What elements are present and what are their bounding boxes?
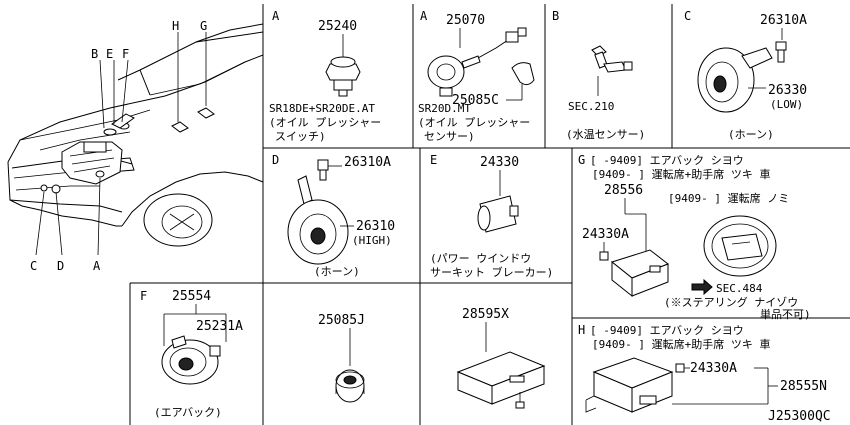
- part-24330a-h: 24330A: [690, 361, 737, 376]
- panel-b-caption: (水温センサー): [566, 128, 645, 141]
- part-25070: 25070: [446, 13, 485, 28]
- panel-g-letter: G: [578, 153, 585, 167]
- panel-d-caption: (ホーン): [314, 265, 360, 278]
- panel-d: D 26310A 26310 (HIGH) (ホーン): [272, 153, 395, 278]
- panel-b: B SEC.210 (水温センサー): [552, 9, 645, 141]
- panel-e-letter: E: [430, 153, 437, 167]
- car-label-g: G: [200, 19, 207, 33]
- panel-g-ref: SEC.484: [716, 282, 763, 295]
- car-label-h: H: [172, 19, 179, 33]
- panel-f: F 25554 25231A (エアバック): [140, 289, 243, 419]
- car-label-c: C: [30, 259, 37, 273]
- part-28555n: 28555N: [780, 379, 827, 394]
- part-26310a-c: 26310A: [760, 13, 807, 28]
- part-28595x: 28595X: [462, 307, 509, 322]
- panel-h: H [ -9409] エアバック シヨウ [9409- ] 運転席+助手席 ツキ…: [578, 323, 827, 413]
- part-25085j: 25085J: [318, 313, 365, 328]
- panel-a2: A 25070 25085C SR20D.MT (オイル プレッシャー センサー…: [418, 9, 535, 143]
- part-25240: 25240: [318, 19, 357, 34]
- panel-a2-caption-2: (オイル プレッシャー: [418, 116, 530, 129]
- car-label-b: B: [91, 47, 98, 61]
- arrow-icon: [691, 278, 713, 296]
- panel-h-header-1: [ -9409] エアバック シヨウ: [590, 324, 744, 337]
- panel-a1-caption-1: SR18DE+SR20DE.AT: [269, 102, 375, 115]
- car-label-a: A: [93, 259, 101, 273]
- car-body-outline: [7, 54, 264, 227]
- car-label-f: F: [122, 47, 129, 61]
- panel-a2-letter: A: [420, 9, 428, 23]
- panel-c-letter: C: [684, 9, 691, 23]
- panel-g-header-2: [9409- ] 運転席+助手席 ツキ 車: [592, 167, 770, 181]
- sensor-clip-shape: [511, 62, 535, 86]
- panel-a1-caption-2: (オイル プレッシャー: [269, 116, 381, 129]
- panel-g-header-1: [ -9409] エアバック シヨウ: [590, 154, 744, 167]
- panel-g-note-2: 単品不可): [760, 307, 811, 321]
- part-25085c: 25085C: [452, 93, 499, 108]
- car-overview: B E F H G C D A: [7, 19, 264, 273]
- panel-j: 25085J: [318, 313, 365, 403]
- part-25554: 25554: [172, 289, 211, 304]
- panel-a1-letter: A: [272, 9, 280, 23]
- panel-f-caption: (エアバック): [154, 406, 222, 419]
- part-25231a: 25231A: [196, 319, 243, 334]
- oil-pressure-switch-shape: [325, 63, 361, 81]
- oil-pressure-sensor-shape: [427, 55, 465, 89]
- panel-c: C 26310A 26330 (LOW) (ホーン): [684, 9, 807, 141]
- part-26310: 26310: [356, 219, 395, 234]
- panel-x: 28595X: [456, 307, 546, 409]
- panel-b-ref: SEC.210: [568, 100, 614, 113]
- horn-low-shape: [697, 47, 755, 113]
- panel-h-header-2: [9409- ] 運転席+助手席 ツキ 車: [592, 337, 770, 351]
- panel-a1-caption-3: スイッチ): [275, 130, 326, 143]
- panel-e-caption-2: サーキット ブレーカー): [430, 265, 553, 279]
- panel-g-header-3: [9409- ] 運転席 ノミ: [668, 191, 789, 205]
- panel-f-letter: F: [140, 289, 147, 303]
- panel-a2-caption-1: SR20D.MT: [418, 102, 471, 115]
- car-label-d: D: [57, 259, 64, 273]
- panel-g-note-1: (※ステアリング ナイゾウ: [664, 295, 798, 309]
- panel-e: E 24330 (パワー ウインドウ サーキット ブレーカー): [430, 153, 553, 279]
- panel-e-caption-1: (パワー ウインドウ: [430, 252, 531, 265]
- car-label-e: E: [106, 47, 113, 61]
- part-28556: 28556: [604, 183, 643, 198]
- panel-a2-caption-3: センサー): [424, 130, 475, 143]
- panel-d-note: (HIGH): [352, 234, 392, 247]
- part-26310a-d: 26310A: [344, 155, 391, 170]
- panel-b-letter: B: [552, 9, 559, 23]
- diagram-code: J25300QC: [768, 409, 831, 424]
- panel-c-caption: (ホーン): [728, 128, 774, 141]
- part-24330a-g: 24330A: [582, 227, 629, 242]
- panel-h-letter: H: [578, 323, 585, 337]
- panel-a1: A 25240 SR18DE+SR20DE.AT (オイル プレッシャー スイッ…: [269, 9, 381, 143]
- panel-c-note: (LOW): [770, 98, 803, 111]
- panel-grid: [129, 4, 850, 425]
- part-26330: 26330: [768, 83, 807, 98]
- panel-g: G [ -9409] エアバック シヨウ [9409- ] 運転席+助手席 ツキ…: [578, 153, 811, 321]
- panel-d-letter: D: [272, 153, 279, 167]
- part-24330: 24330: [480, 155, 519, 170]
